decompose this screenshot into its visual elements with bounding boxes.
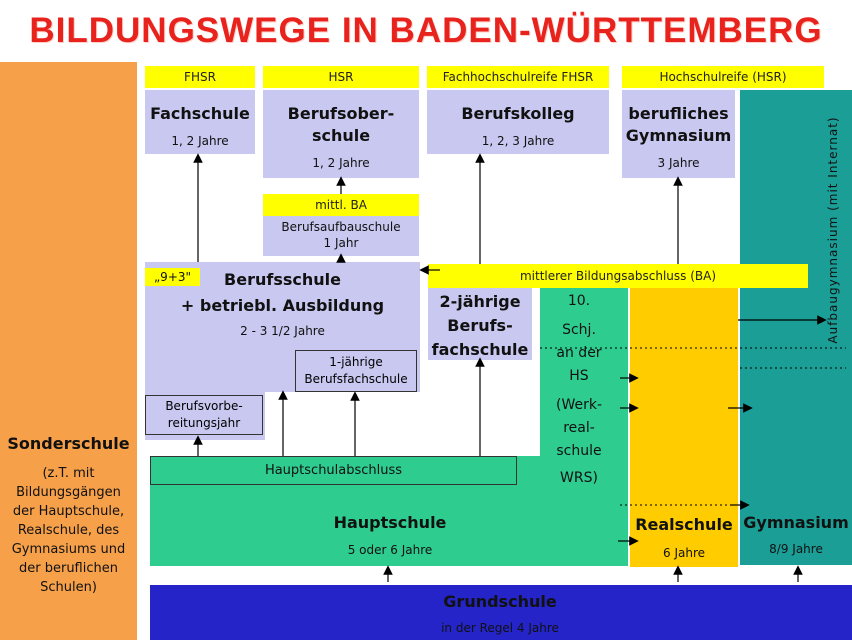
fhsr-header: FHSR [145,66,255,88]
fachschule-duration: 1, 2 Jahre [171,134,229,148]
berufsvorbereitung-line2: reitungsjahr [167,416,241,430]
hr-header: Hochschulreife (HSR) [622,66,824,88]
wrs-line-7: schule [556,443,602,459]
sonderschule-region [0,62,137,640]
hauptschulabschluss-box [150,456,517,485]
fhr-header: Fachhochschulreife FHSR [427,66,609,88]
hsr-header: HSR [263,66,419,88]
berufsoberschule-name-1: Berufsober- [287,104,395,123]
berufsfachschule-1-line2: Berufsfachschule [304,372,408,386]
fachschule-name: Fachschule [150,104,250,123]
sonderschule-line-1: (z.T. mit [42,466,95,481]
mittl-ba-header: mittl. BA [263,194,419,216]
berufsoberschule-name-2: schule [311,126,371,145]
sonderschule-line-4: Realschule, des [17,523,120,538]
sonderschule-details: (z.T. mit Bildungsgängen der Hauptschule… [0,464,137,597]
fachschule-box [145,90,255,154]
berufsschule-name-2: + betriebl. Ausbildung [180,296,385,315]
gymnasium-duration: 8/9 Jahre [769,542,823,556]
berufskolleg-name: Berufskolleg [461,104,575,123]
grundschule-name: Grundschule [443,592,557,611]
berufsfachschule-2-line3: fachschule [431,340,529,359]
berufliches-gymnasium-name-2: Gymnasium [625,126,732,145]
page-title: BILDUNGSWEGE IN BADEN-WÜRTTEMBERG [29,11,823,50]
berufsoberschule-box [263,90,419,178]
berufsfachschule-1-line1: 1-jährige [329,355,383,369]
werkrealschule-text: 10. Schj. an der HS (Werk- real- schule … [540,290,618,490]
sonderschule-line-5: Gymnasiums und [11,542,126,557]
mittlerer-bildungsabschluss-bar: mittlerer Bildungsabschluss (BA) [428,264,808,288]
wrs-line-5: (Werk- [555,397,602,413]
berufliches-gymnasium-name-1: berufliches [628,104,729,123]
berufskolleg-duration: 1, 2, 3 Jahre [481,134,555,148]
berufsfachschule-1-box: 1-jährige Berufsfachschule [295,350,417,392]
hauptschulabschluss-label: Hauptschulabschluss [264,463,403,478]
sonderschule-name: Sonderschule [7,434,130,453]
gymnasium-name: Gymnasium [743,513,849,532]
berufsschule-tag: „9+3" [145,268,200,286]
grundschule-region [150,585,852,640]
realschule-duration: 6 Jahre [663,546,705,560]
berufsfachschule-2-box [428,288,532,360]
berufsfachschule-2-line1: 2-jährige [439,292,521,311]
sonderschule-line-6: der beruflichen [19,561,118,576]
wrs-line-6: real- [563,420,595,436]
wrs-line-1: 10. [567,293,591,309]
berufsaufbauschule-duration: 1 Jahr [323,236,359,250]
sonderschule-line-2: Bildungsgängen [16,485,121,500]
wrs-line-2: Schj. [562,322,596,338]
aufbaugymnasium-label: Aufbaugymnasium (mit Internat) [826,116,840,344]
berufsschule-duration: 2 - 3 1/2 Jahre [240,324,325,338]
berufsaufbauschule-name: Berufsaufbauschule [281,220,401,234]
berufsaufbauschule-box [263,216,419,256]
realschule-region [630,285,738,567]
grundschule-duration: in der Regel 4 Jahre [441,621,559,635]
wrs-line-4: HS [569,368,589,384]
gymnasium-region [740,90,852,565]
hauptschule-duration: 5 oder 6 Jahre [347,543,433,557]
berufskolleg-box [427,90,609,154]
wrs-line-8: WRS) [560,470,598,486]
realschule-name: Realschule [635,515,733,534]
berufsvorbereitung-box: Berufsvorbe- reitungsjahr [145,395,263,435]
hauptschule-name: Hauptschule [333,513,447,532]
berufliches-gymnasium-box [622,90,735,178]
sonderschule-line-7: Schulen) [40,580,97,595]
wrs-line-3: an der [556,345,602,361]
berufsoberschule-duration: 1, 2 Jahre [312,156,370,170]
sonderschule-line-3: der Hauptschule, [12,504,125,519]
berufsfachschule-2-line2: Berufs- [447,316,513,335]
berufsvorbereitung-line1: Berufsvorbe- [165,399,243,413]
berufsschule-name-1: Berufsschule [224,270,341,289]
berufliches-gymnasium-duration: 3 Jahre [657,156,700,170]
